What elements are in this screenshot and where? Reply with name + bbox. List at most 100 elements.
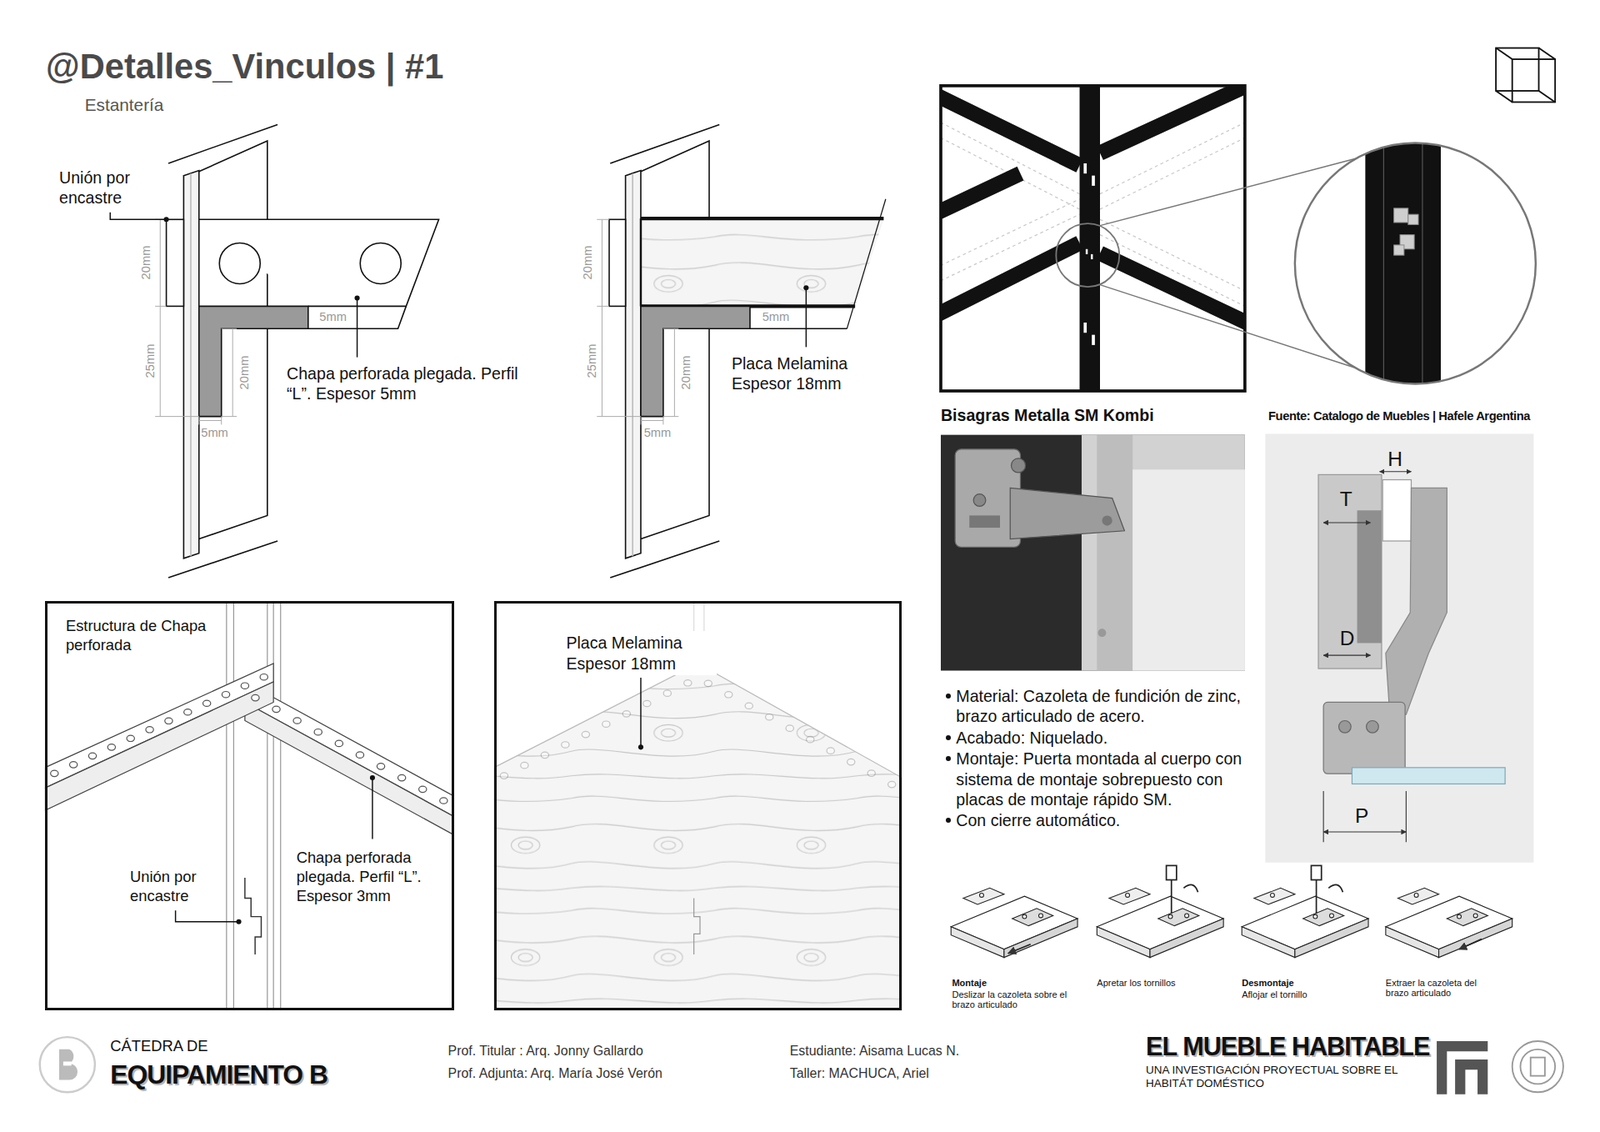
panel-label: T [1340, 486, 1353, 513]
hinge-catalog-drawing [1339, 720, 1352, 734]
hinge-catalog-drawing [1385, 487, 1447, 715]
leader-dot [355, 295, 360, 301]
frame-grid-detail [940, 173, 1021, 215]
hinge-catalog-drawing [1405, 790, 1407, 842]
faculty-logo [1436, 1040, 1488, 1095]
dimension-lines [640, 420, 664, 421]
mounting-steps [1310, 865, 1321, 880]
perforated-structure [280, 600, 281, 1010]
faculty-logo [1436, 1040, 1488, 1095]
dimension-lines [601, 219, 603, 416]
perforated-structure [70, 761, 78, 768]
melamine-board [846, 199, 886, 330]
perforated-structure [293, 717, 301, 724]
perforated-structure [397, 774, 405, 780]
frame-grid-detail [1365, 142, 1441, 384]
mounting-steps [950, 865, 1512, 957]
footer-text: Estudiante: Aisama Lucas N. [790, 1042, 960, 1060]
perforated-structure [225, 600, 227, 1010]
section-heading: Bisagras Metalla SM Kombi [940, 405, 1155, 425]
mounting-steps [1241, 887, 1369, 957]
hinge-catalog-drawing [1382, 480, 1411, 541]
subtitle: Estantería [85, 94, 165, 116]
shelf-joint-detail [360, 242, 401, 284]
shelf-joint-detail [190, 173, 192, 556]
hole-row [765, 714, 774, 720]
school-logo [40, 1036, 95, 1092]
hole-row [704, 680, 896, 788]
melamine-panel [581, 730, 590, 737]
frame-grid-detail [1100, 122, 1245, 195]
mounting-steps [1166, 865, 1177, 880]
hole-row [704, 680, 712, 686]
perforated-structure [226, 600, 281, 1010]
dimension-lines [663, 328, 679, 330]
hinge-photo [1101, 515, 1112, 525]
hole-row [867, 770, 875, 776]
frame-grid-detail [1394, 208, 1419, 255]
dimension-label: 20mm [581, 245, 595, 280]
leader-line [110, 212, 166, 220]
hole-row [806, 735, 815, 742]
dimension-lines [596, 219, 610, 220]
dimension-label: 5mm [319, 310, 347, 324]
perforated-structure [376, 763, 385, 770]
school-logo [59, 1049, 78, 1080]
perforated-structure [235, 919, 241, 925]
footer-text: Taller: MACHUCA, Ariel [790, 1065, 930, 1082]
mounting-steps [1328, 884, 1343, 892]
panel-label: P [1355, 803, 1369, 830]
dimension-label: 25mm [144, 344, 157, 379]
hole-row [847, 758, 855, 765]
melamine-board [640, 199, 886, 417]
panel-label: Placa Melamina Espesor 18mm [563, 630, 717, 675]
frame-grid-detail [1100, 253, 1245, 327]
melamine-board [640, 219, 884, 306]
perforated-structure [45, 600, 455, 1010]
dimension-lines [232, 328, 234, 416]
course-name: EQUIPAMIENTO B [110, 1058, 328, 1092]
hinge-catalog-drawing [1265, 433, 1534, 862]
hinge-catalog-drawing [1323, 790, 1325, 842]
panel-label: Unión por encastre [130, 867, 217, 906]
frame-grid-detail [940, 85, 1245, 391]
panel-label: Estructura de Chapa perforada [65, 616, 220, 655]
perforated-structure [266, 600, 268, 1010]
cube-icon [1495, 48, 1555, 103]
frame-grid-detail [1295, 142, 1536, 384]
frame-grid-detail [1085, 249, 1088, 255]
perforated-structure [314, 729, 322, 735]
footer-text: Prof. Titular : Arq. Jonny Gallardo [448, 1042, 644, 1060]
perforated-structure [419, 785, 427, 792]
frame-grid-detail [1091, 335, 1095, 345]
cube-icon [1539, 90, 1556, 102]
university-seal [1520, 1049, 1555, 1085]
frame-grid-detail [1295, 142, 1536, 384]
source-note: Fuente: Catalogo de Muebles | Hafele Arg… [1268, 408, 1530, 424]
hinge-catalog-drawing [1323, 830, 1406, 832]
detail-panel: Estructura de Chapa perforadaChapa perfo… [45, 600, 455, 1010]
spec-bullet: Con cierre automático. [955, 810, 1262, 830]
hinge-photo [1096, 435, 1133, 671]
spec-bullet: Montaje: Puerta montada al cuerpo con si… [955, 748, 1262, 810]
frame-grid-detail [1090, 254, 1093, 260]
frame-grid-detail [1421, 142, 1423, 384]
leader-line [110, 212, 806, 358]
perforated-structure [260, 673, 268, 680]
leader-dot [803, 285, 809, 290]
dimension-label: 5mm [644, 426, 672, 440]
step-caption: Deslizar la cazoleta sobre el brazo arti… [951, 989, 1080, 1010]
frame-grid-detail [1100, 85, 1245, 154]
callout-label: Unión por encastre [59, 167, 156, 209]
mounting-steps [1008, 865, 1482, 953]
dimension-lines [663, 415, 679, 417]
hinge-photo [1010, 487, 1125, 539]
perforated-structure [50, 770, 59, 776]
catalog-figure: HTDP [1265, 433, 1534, 862]
melamine-panel [494, 663, 903, 1010]
hinge-catalog-drawing [1318, 474, 1382, 669]
frame-grid-detail [1295, 142, 1536, 384]
hole-row [745, 702, 753, 709]
perforated-structure [221, 691, 230, 698]
